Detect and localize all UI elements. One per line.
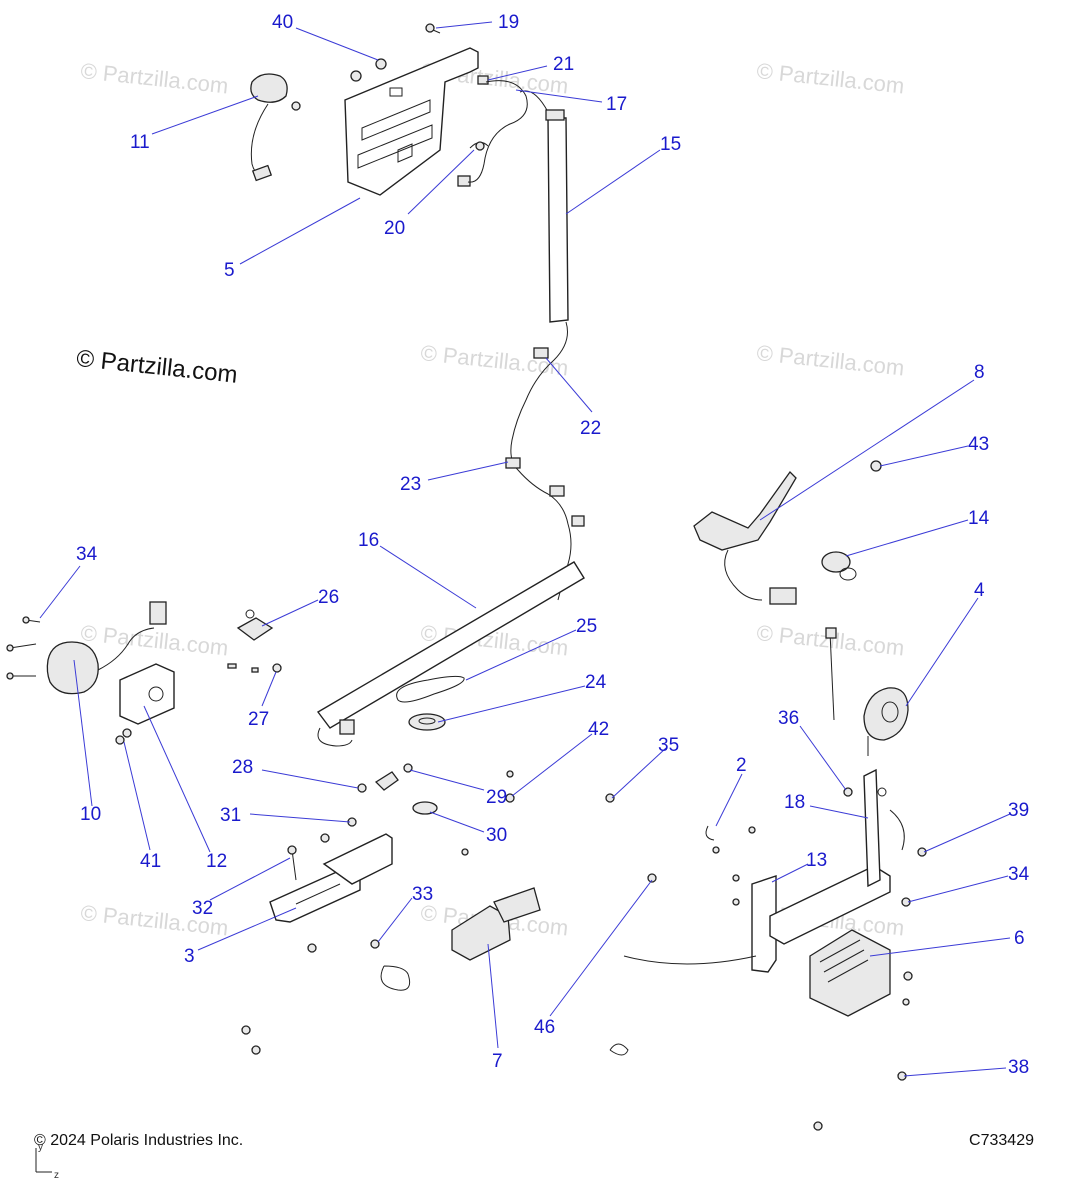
callout-5: 5 (224, 260, 235, 281)
part-8-switch (693, 470, 797, 605)
callout-41: 41 (140, 851, 161, 872)
part-28-29 (357, 763, 413, 793)
part-40-nut (375, 58, 387, 70)
diagram-code: C733429 (969, 1132, 1034, 1149)
callout-8: 8 (974, 362, 985, 383)
callout-34: 34 (76, 544, 98, 565)
axis-y-label: y (38, 1142, 43, 1153)
watermark: © Partzilla.com (79, 620, 229, 660)
callout-20: 20 (384, 218, 405, 239)
callout-27: 27 (248, 709, 269, 730)
part-31-bolt (320, 817, 357, 843)
part-3-bracket (269, 833, 393, 923)
callout-39: 39 (1008, 800, 1029, 821)
part-15-tube (467, 80, 569, 323)
part-6-module (809, 929, 891, 1017)
callout-7: 7 (492, 1051, 503, 1072)
callout-3: 3 (184, 946, 195, 967)
axis-triad: y z (35, 1142, 59, 1181)
callout-21: 21 (553, 54, 574, 75)
callout-25: 25 (576, 616, 597, 637)
part-40-nut (350, 70, 362, 82)
callout-33: 33 (412, 884, 433, 905)
callout-labels: 40 19 21 17 11 15 20 5 8 22 43 23 14 16 … (76, 12, 1030, 1078)
callout-16: 16 (358, 530, 379, 551)
callout-24: 24 (585, 672, 607, 693)
callout-17: 17 (606, 94, 627, 115)
callout-31: 31 (220, 805, 241, 826)
callout-19: 19 (498, 12, 519, 33)
part-16-tube (316, 561, 585, 747)
part-nut (307, 943, 317, 953)
copyright-text: © 2024 Polaris Industries Inc. (34, 1132, 244, 1149)
callout-6: 6 (1014, 928, 1025, 949)
part-42-bolt (505, 770, 515, 803)
part-35-bolt (605, 793, 615, 803)
callout-11: 11 (130, 132, 150, 153)
part-11-light (250, 73, 301, 182)
callout-28: 28 (232, 757, 253, 778)
callout-10: 10 (80, 804, 101, 825)
part-10-speaker (6, 601, 167, 695)
callout-34: 34 (1008, 864, 1030, 885)
watermark: © Partzilla.com (755, 58, 905, 98)
watermark: © Partzilla.com (79, 58, 229, 98)
part-5-plate-bracket (344, 47, 479, 196)
callout-30: 30 (486, 825, 507, 846)
callout-15: 15 (660, 134, 681, 155)
callout-42: 42 (588, 719, 609, 740)
part-33-strap (370, 939, 411, 991)
watermark: © Partzilla.com (419, 340, 569, 380)
callout-43: 43 (968, 434, 989, 455)
callout-22: 22 (580, 418, 601, 439)
part-7-connector (451, 848, 541, 961)
part-12-bracket (119, 663, 175, 725)
callout-32: 32 (192, 898, 213, 919)
leader-lines (39, 21, 1011, 1077)
callout-36: 36 (778, 708, 799, 729)
callout-40: 40 (272, 12, 293, 33)
part-25-strap (396, 675, 465, 703)
part-32-bolt (287, 845, 297, 881)
watermark: © Partzilla.com (755, 340, 905, 380)
part-30-grommet (412, 801, 438, 815)
part-41-nuts (115, 728, 132, 745)
callout-4: 4 (974, 580, 985, 601)
part-24-grommet (408, 713, 446, 731)
callout-46: 46 (534, 1017, 555, 1038)
part-20-connector (457, 141, 489, 187)
callout-23: 23 (400, 474, 421, 495)
callout-12: 12 (206, 851, 227, 872)
callout-13: 13 (806, 850, 827, 871)
axis-z-label: z (54, 1170, 59, 1181)
part-tie-strap (825, 627, 837, 721)
part-13-frame (623, 768, 905, 973)
callout-29: 29 (486, 787, 507, 808)
callout-35: 35 (658, 735, 679, 756)
callout-2: 2 (736, 755, 747, 776)
part-26-bracket (236, 609, 274, 641)
part-23-harness (505, 321, 585, 601)
callout-26: 26 (318, 587, 339, 608)
part-43-fastener (870, 460, 882, 472)
callout-14: 14 (968, 508, 990, 529)
part-19-bolt (425, 23, 441, 34)
callout-38: 38 (1008, 1057, 1029, 1078)
misc-fasteners (241, 787, 927, 1131)
callout-18: 18 (784, 792, 805, 813)
part-21-clip (477, 75, 489, 85)
part-4-horn (863, 687, 909, 756)
part-14-plug (821, 551, 857, 581)
part-27-fasteners (227, 663, 282, 673)
